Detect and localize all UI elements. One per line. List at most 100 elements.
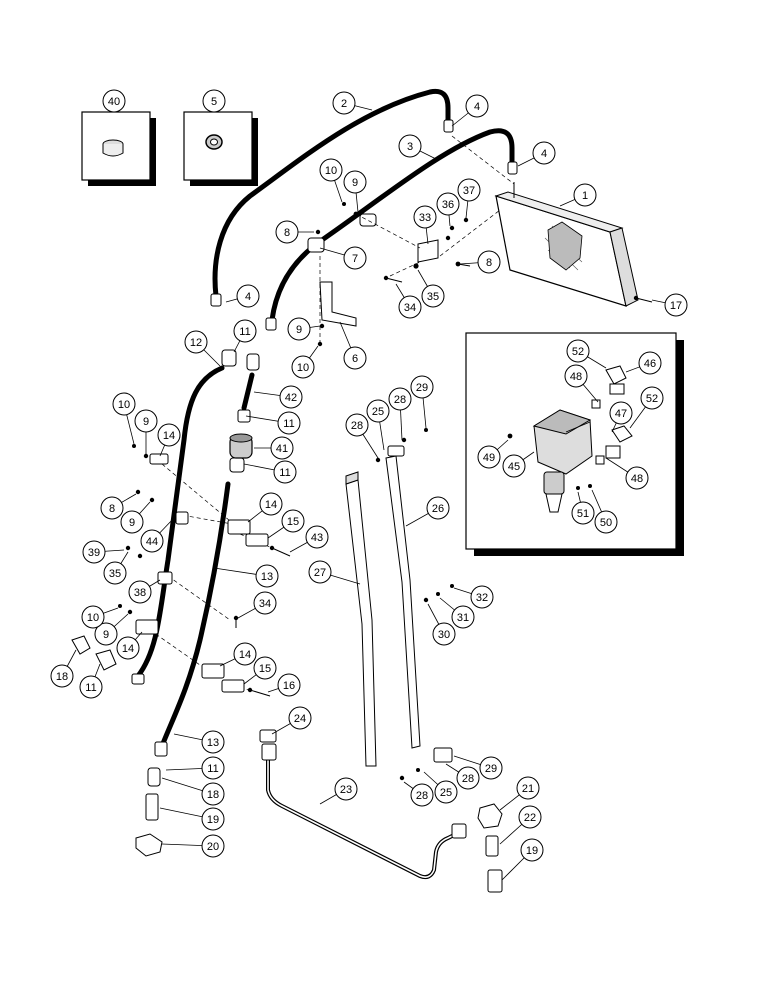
callout-circle: [638, 351, 662, 375]
brackets-left: [135, 453, 269, 693]
callout-circle: [103, 561, 127, 585]
cooler-1: [494, 182, 639, 307]
callout-label: 2: [341, 98, 347, 110]
callout-circle: [277, 673, 301, 697]
callout-circle: [426, 496, 450, 520]
callout-label: 28: [462, 773, 474, 785]
callout-circle: [202, 89, 226, 113]
callout-circle: [259, 492, 283, 516]
callout-c9b: 9: [287, 317, 321, 341]
callout-label: 19: [526, 845, 538, 857]
callout-label: 11: [283, 418, 294, 430]
callout-circle: [273, 460, 297, 484]
callout-circle: [279, 385, 303, 409]
callout-circle: [477, 250, 501, 274]
callout-c36: 36: [436, 192, 460, 227]
callout-circle: [479, 756, 503, 780]
hose-fittings: [131, 119, 518, 757]
callout-label: 4: [541, 148, 547, 160]
callout-c2: 2: [332, 91, 373, 115]
callout-label: 15: [287, 516, 299, 528]
callout-circle: [275, 220, 299, 244]
callout-c35b: 35: [103, 551, 129, 585]
callout-label: 33: [419, 212, 431, 224]
callout-circle: [100, 496, 124, 520]
callout-c14b: 14: [247, 492, 283, 523]
callout-label: 1: [582, 190, 588, 202]
callout-label: 13: [261, 571, 273, 583]
hardware-straps: [375, 428, 454, 781]
callout-label: 12: [190, 337, 202, 349]
callout-c42: 42: [253, 385, 303, 409]
callout-c13b: 13: [173, 730, 225, 754]
callout-circle: [308, 560, 332, 584]
callout-label: 7: [352, 253, 358, 265]
callout-label: 28: [351, 420, 363, 432]
callout-circle: [201, 730, 225, 754]
callout-circle: [516, 776, 540, 800]
callout-c25a: 25: [366, 399, 390, 451]
fittings-18-19-20: [135, 767, 163, 857]
callout-circle: [532, 141, 556, 165]
bracket-33: [417, 239, 439, 263]
callout-circle: [456, 766, 480, 790]
callout-c14a: 14: [157, 423, 181, 457]
callout-label: 43: [311, 532, 323, 544]
callout-label: 28: [416, 790, 428, 802]
hose-42: [241, 372, 255, 411]
callout-circle: [82, 540, 106, 564]
callout-c48b: 48: [605, 457, 649, 490]
callout-circle: [81, 605, 105, 629]
callout-circle: [477, 445, 501, 469]
callout-c51: 51: [571, 491, 595, 525]
callout-label: 45: [508, 461, 520, 473]
callout-c28a: 28: [345, 413, 379, 459]
callout-circle: [470, 585, 494, 609]
callout-label: 35: [427, 291, 439, 303]
callout-c8b: 8: [459, 250, 501, 274]
callout-c14c: 14: [116, 631, 143, 660]
callout-label: 42: [285, 392, 297, 404]
callout-circle: [566, 339, 590, 363]
callout-c9d: 9: [120, 501, 151, 534]
callout-label: 44: [146, 536, 158, 548]
callout-label: 29: [485, 763, 497, 775]
callout-circle: [281, 509, 305, 533]
callout-circle: [436, 192, 460, 216]
callout-c52b: 52: [629, 386, 664, 429]
callout-circle: [564, 364, 588, 388]
callout-label: 29: [416, 382, 428, 394]
callout-circle: [432, 622, 456, 646]
callout-c11a: 11: [233, 319, 257, 353]
callout-label: 35: [109, 568, 121, 580]
callout-c11e: 11: [165, 756, 225, 780]
callout-c49: 49: [477, 439, 509, 469]
callout-c47: 47: [609, 401, 633, 433]
callout-label: 10: [297, 362, 309, 374]
callout-c30: 30: [427, 603, 456, 646]
callout-circle: [343, 346, 367, 370]
callout-circle: [50, 664, 74, 688]
callout-label: 48: [570, 371, 582, 383]
callout-circle: [94, 622, 118, 646]
callout-c28c: 28: [445, 763, 480, 790]
callout-label: 40: [108, 96, 120, 108]
callout-label: 8: [284, 227, 290, 239]
callout-label: 8: [109, 503, 115, 515]
tube-23-inner: [267, 759, 461, 878]
callout-label: 14: [239, 649, 251, 661]
callout-circle: [236, 284, 260, 308]
callout-label: 9: [143, 416, 149, 428]
tube-23-fittings: [259, 729, 503, 893]
callout-c19a: 19: [159, 807, 225, 831]
callout-c8c: 8: [100, 493, 137, 520]
callout-c23: 23: [319, 777, 358, 805]
callout-c21: 21: [499, 776, 540, 811]
callout-circle: [343, 170, 367, 194]
callout-c4b: 4: [517, 141, 556, 167]
bolts-left: [235, 547, 291, 697]
callout-circle: [157, 423, 181, 447]
callout-c13a: 13: [213, 564, 279, 588]
callout-c27: 27: [308, 560, 361, 585]
callout-circle: [112, 392, 136, 416]
